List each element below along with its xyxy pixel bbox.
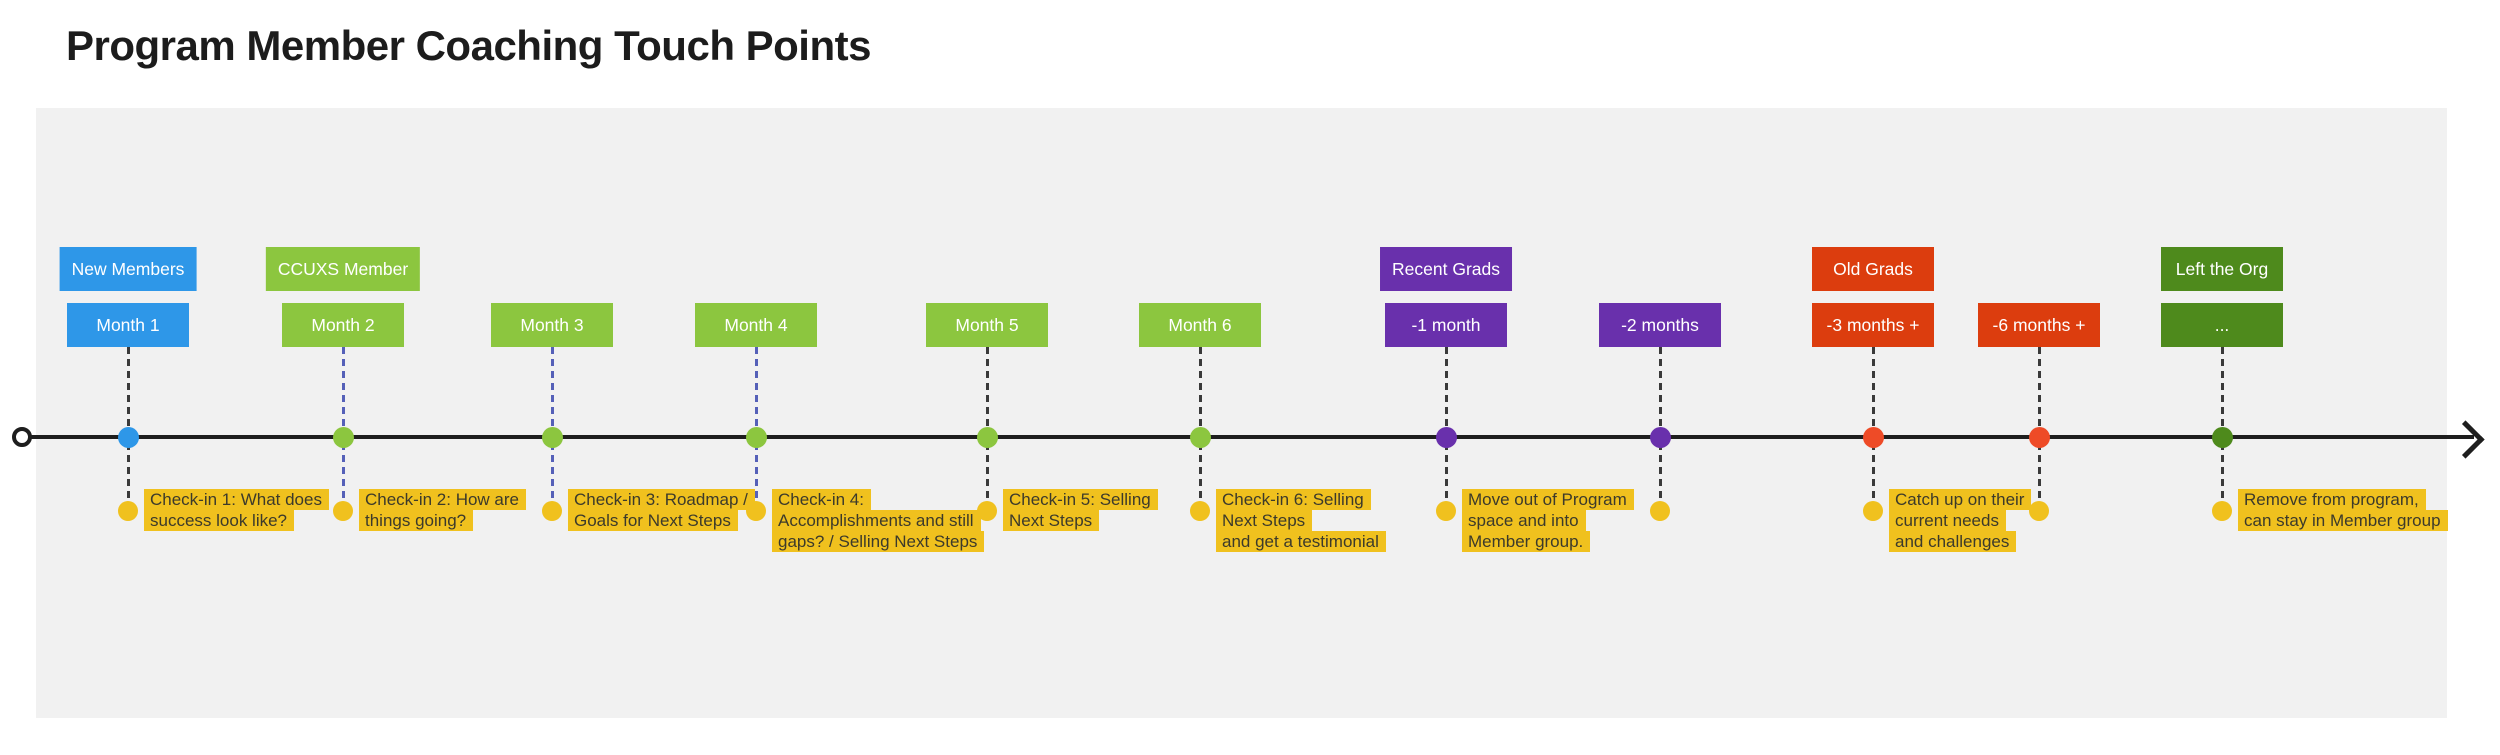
- note-line: success look like?: [144, 510, 329, 531]
- category-box-grad-minus-1-month[interactable]: Recent Grads: [1380, 247, 1512, 291]
- timeline-dot-old-grad-minus-6-months[interactable]: [2028, 427, 2050, 448]
- note-line: Check-in 2: How are: [359, 489, 527, 510]
- connector-line-grad-minus-1-month: [1445, 347, 1448, 505]
- connector-line-month-3: [551, 347, 554, 505]
- connector-line-month-5: [986, 347, 989, 505]
- timeline-start-circle-icon: [12, 427, 32, 447]
- label-box-grad-minus-1-month[interactable]: -1 month: [1385, 303, 1507, 347]
- timeline-dot-month-6[interactable]: [1189, 427, 1211, 448]
- note-line: can stay in Member group: [2238, 510, 2448, 531]
- label-box-old-grad-minus-3-months[interactable]: -3 months +: [1812, 303, 1934, 347]
- note-line: Goals for Next Steps: [568, 510, 755, 531]
- note-line: Check-in 3: Roadmap /: [568, 489, 755, 510]
- category-box-month-1[interactable]: New Members: [59, 247, 197, 291]
- connector-line-grad-minus-2-months: [1659, 347, 1662, 505]
- note-dot-grad-minus-1-month[interactable]: [1436, 501, 1456, 521]
- note-dot-left-org[interactable]: [2212, 501, 2232, 521]
- note-line: gaps? / Selling Next Steps: [772, 531, 985, 552]
- timeline-background-panel: [36, 108, 2447, 718]
- note-line: Accomplishments and still: [772, 510, 984, 531]
- page-title: Program Member Coaching Touch Points: [66, 22, 871, 69]
- note-line: current needs: [1889, 510, 2031, 531]
- note-dot-month-6[interactable]: [1190, 501, 1210, 521]
- note-line: Next Steps: [1003, 510, 1158, 531]
- note-dot-month-3[interactable]: [542, 501, 562, 521]
- note-line: and get a testimonial: [1216, 531, 1386, 552]
- timeline-dot-month-1[interactable]: [117, 427, 139, 448]
- note-dot-old-grad-minus-3-months[interactable]: [1863, 501, 1883, 521]
- label-box-month-6[interactable]: Month 6: [1139, 303, 1261, 347]
- arrow-right-icon: [2446, 420, 2485, 459]
- note-dot-month-1[interactable]: [118, 501, 138, 521]
- note-line: and challenges: [1889, 531, 2031, 552]
- category-box-old-grad-minus-3-months[interactable]: Old Grads: [1812, 247, 1934, 291]
- connector-line-old-grad-minus-6-months: [2038, 347, 2041, 505]
- connector-line-old-grad-minus-3-months: [1872, 347, 1875, 505]
- note-line: Check-in 1: What does: [144, 489, 329, 510]
- note-line: Next Steps: [1216, 510, 1386, 531]
- note-line: Check-in 4:: [772, 489, 984, 510]
- connector-line-month-6: [1199, 347, 1202, 505]
- note-line: Move out of Program: [1462, 489, 1634, 510]
- note-dot-old-grad-minus-6-months[interactable]: [2029, 501, 2049, 521]
- timeline-dot-grad-minus-2-months[interactable]: [1649, 427, 1671, 448]
- note-line: Check-in 6: Selling: [1216, 489, 1386, 510]
- connector-line-left-org: [2221, 347, 2224, 505]
- note-line: Member group.: [1462, 531, 1634, 552]
- timeline-dot-month-5[interactable]: [976, 427, 998, 448]
- label-box-grad-minus-2-months[interactable]: -2 months: [1599, 303, 1721, 347]
- label-box-month-5[interactable]: Month 5: [926, 303, 1048, 347]
- category-box-month-2[interactable]: CCUXS Member: [265, 247, 421, 291]
- label-box-month-3[interactable]: Month 3: [491, 303, 613, 347]
- label-box-month-4[interactable]: Month 4: [695, 303, 817, 347]
- connector-line-month-2: [342, 347, 345, 505]
- note-line: space and into: [1462, 510, 1634, 531]
- timeline-axis: [22, 435, 2474, 439]
- label-box-month-1[interactable]: Month 1: [67, 303, 189, 347]
- note-dot-grad-minus-2-months[interactable]: [1650, 501, 1670, 521]
- note-text-left-org[interactable]: Remove from program,can stay in Member g…: [2238, 489, 2448, 531]
- note-dot-month-4[interactable]: [746, 501, 766, 521]
- label-box-old-grad-minus-6-months[interactable]: -6 months +: [1978, 303, 2100, 347]
- timeline-dot-month-4[interactable]: [745, 427, 767, 448]
- timeline-dot-grad-minus-1-month[interactable]: [1435, 427, 1457, 448]
- note-line: things going?: [359, 510, 526, 531]
- connector-line-month-1: [127, 347, 130, 505]
- note-line: Remove from program,: [2238, 489, 2448, 510]
- timeline-dot-left-org[interactable]: [2211, 427, 2233, 448]
- note-text-month-3[interactable]: Check-in 3: Roadmap /Goals for Next Step…: [568, 489, 755, 531]
- label-box-month-2[interactable]: Month 2: [282, 303, 404, 347]
- label-box-left-org[interactable]: ...: [2161, 303, 2283, 347]
- category-box-left-org[interactable]: Left the Org: [2161, 247, 2283, 291]
- note-dot-month-5[interactable]: [977, 501, 997, 521]
- note-line: Catch up on their: [1889, 489, 2032, 510]
- timeline-dot-month-2[interactable]: [332, 427, 354, 448]
- note-dot-month-2[interactable]: [333, 501, 353, 521]
- timeline-dot-old-grad-minus-3-months[interactable]: [1862, 427, 1884, 448]
- timeline-dot-month-3[interactable]: [541, 427, 563, 448]
- note-line: Check-in 5: Selling: [1003, 489, 1158, 510]
- connector-line-month-4: [755, 347, 758, 505]
